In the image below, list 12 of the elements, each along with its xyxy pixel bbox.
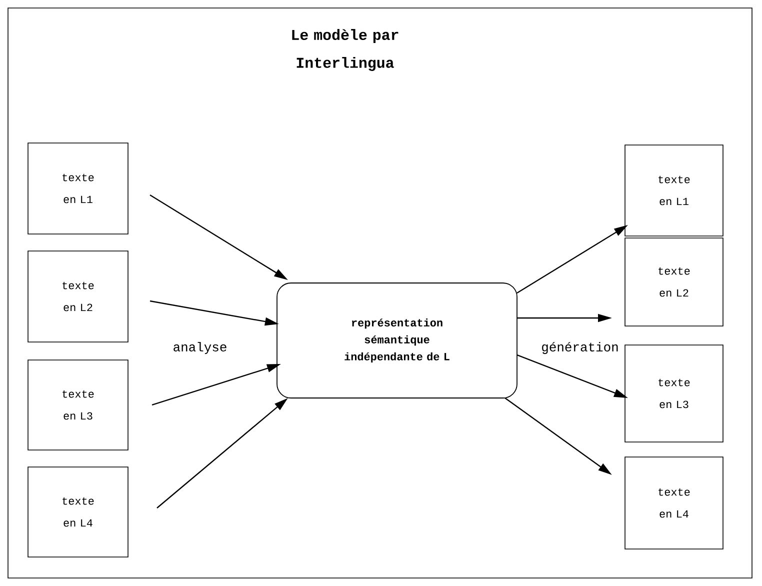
text-box: texte en L4 xyxy=(28,466,128,558)
text-box: texte en L2 xyxy=(624,238,724,326)
title: Le modèle par Interlingua xyxy=(292,29,398,71)
text-box: texte en L2 xyxy=(28,250,128,342)
text-box: texte en L3 xyxy=(28,360,128,450)
text-box: texte en L4 xyxy=(624,456,724,550)
text-box: texte en L3 xyxy=(624,344,724,442)
phase-label: génération xyxy=(542,342,618,354)
phase-label: analyse xyxy=(174,342,226,354)
text-box: texte en L1 xyxy=(624,144,724,236)
text-box: texte en L1 xyxy=(28,142,128,234)
rounded-box: représentation sémantique indépendante de L xyxy=(276,282,518,398)
